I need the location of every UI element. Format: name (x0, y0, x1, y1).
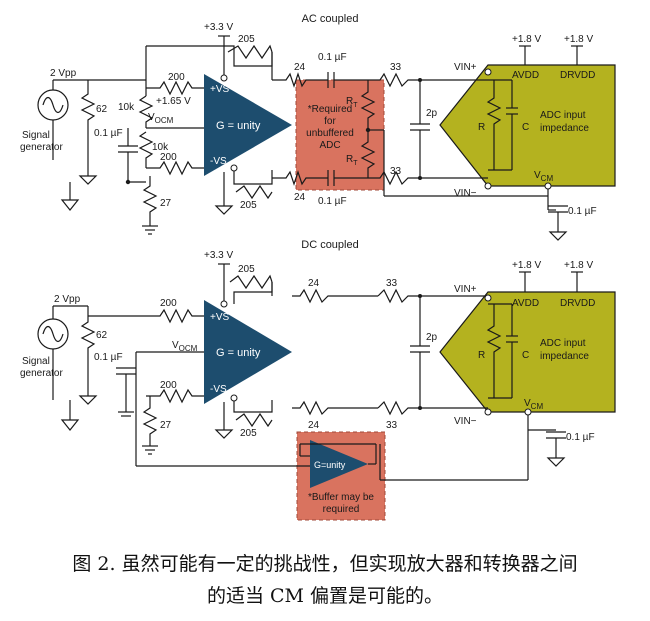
dc-avdd-supply: +1.8 V (512, 260, 542, 271)
ac-bias-resistor-value: 27 (160, 198, 172, 209)
ac-filter-top-value: 33 (390, 62, 402, 73)
ac-input-top-value: 200 (168, 72, 185, 83)
ac-divider-top-value: 10k (118, 102, 135, 113)
caption-line-2: 的适当 CM 偏置是可能的。 (206, 585, 444, 607)
ac-vcm-cap-value: 0.1 µF (568, 206, 597, 217)
dc-amp-vs-pos: +VS (210, 312, 230, 323)
dc-buffer-note-2: required (323, 504, 360, 515)
dc-buffer-gain: G=unity (314, 460, 346, 470)
dc-source-amplitude: 2 Vpp (54, 294, 81, 305)
ac-rt-bottom-label: RT (346, 154, 358, 167)
figure-caption: 图 2. 虽然可能有一定的挑战性，但实现放大器和转换器之间 的适当 CM 偏置是… (0, 548, 650, 612)
ac-feedback-top-value: 205 (238, 34, 255, 45)
dc-buffer-note-1: *Buffer may be (308, 492, 374, 503)
dc-decoupling-cap-value: 0.1 µF (94, 352, 123, 363)
ac-adc-input (439, 64, 616, 187)
ac-divider-bottom-value: 10k (152, 142, 169, 153)
dc-feedback-bottom-value: 205 (240, 428, 257, 439)
ac-source-label-1: Signal (22, 130, 50, 141)
dc-title: DC coupled (301, 239, 358, 251)
ac-adc-label-1: ADC input (540, 110, 586, 121)
ac-adc-r-label: R (478, 122, 485, 133)
dc-vcm-label: VCM (524, 398, 543, 411)
ac-note-line-4: ADC (319, 140, 340, 151)
ac-input-bottom-value: 200 (160, 152, 177, 163)
dc-vin-pos-label: VIN+ (454, 284, 477, 295)
dc-diff-cap-value: 2p (426, 332, 438, 343)
dc-vin-neg-label: VIN− (454, 416, 477, 427)
dc-input-top-value: 200 (160, 298, 177, 309)
ac-source-amplitude: 2 Vpp (50, 68, 77, 79)
dc-adc-c-label: C (522, 350, 529, 361)
dc-adc-input (439, 291, 616, 413)
ac-decoupling-cap-value: 0.1 µF (94, 128, 123, 139)
caption-line-1: 图 2. 虽然可能有一定的挑战性，但实现放大器和转换器之间 (72, 553, 578, 575)
dc-buffer-amplifier (310, 440, 368, 488)
dc-drvdd-label: DRVDD (560, 298, 595, 309)
ac-output-bottom-value: 24 (294, 192, 306, 203)
ac-feedback-bottom-value: 205 (240, 200, 257, 211)
ac-adc-c-label: C (522, 122, 529, 133)
ac-midpoint-voltage: +1.65 V (156, 96, 191, 107)
ac-vin-pos-label: VIN+ (454, 62, 477, 73)
ac-avdd-label: AVDD (512, 70, 539, 81)
dc-output-top-value: 24 (308, 278, 320, 289)
ac-amplifier (204, 74, 292, 176)
ac-amp-vs-neg: -VS (210, 156, 227, 167)
ac-coupling-cap-top: 0.1 µF (318, 52, 347, 63)
dc-adc-label-1: ADC input (540, 338, 586, 349)
ac-rt-top-label: RT (346, 96, 358, 109)
ac-output-top-value: 24 (294, 62, 306, 73)
ac-termination-box (295, 79, 385, 191)
dc-adc-label-2: impedance (540, 351, 589, 362)
ac-drvdd-label: DRVDD (560, 70, 595, 81)
ac-diff-cap-value: 2p (426, 108, 438, 119)
dc-vocm-label: VOCM (172, 340, 198, 353)
ac-note-line-1: *Required (308, 104, 352, 115)
ac-note-line-3: unbuffered (306, 128, 354, 139)
dc-source-label-2: generator (20, 368, 63, 379)
ac-note-line-2: for (324, 116, 336, 127)
ac-source-label-2: generator (20, 142, 63, 153)
ac-filter-bottom-value: 33 (390, 166, 402, 177)
ac-adc-label-2: impedance (540, 123, 589, 134)
ac-amp-vs-pos: +VS (210, 84, 230, 95)
ac-supply-label: +3.3 V (204, 22, 234, 33)
dc-vcm-cap-value: 0.1 µF (566, 432, 595, 443)
dc-coupled-circuit: DC coupled (20, 239, 616, 521)
dc-drvdd-supply: +1.8 V (564, 260, 594, 271)
dc-avdd-label: AVDD (512, 298, 539, 309)
dc-filter-bottom-value: 33 (386, 420, 398, 431)
dc-source-label-1: Signal (22, 356, 50, 367)
ac-termination-resistor-value: 62 (96, 104, 108, 115)
dc-termination-resistor-value: 62 (96, 330, 108, 341)
dc-bias-resistor-value: 27 (160, 420, 172, 431)
dc-amp-gain: G = unity (216, 347, 261, 359)
dc-filter-top-value: 33 (386, 278, 398, 289)
ac-drvdd-supply: +1.8 V (564, 34, 594, 45)
dc-input-bottom-value: 200 (160, 380, 177, 391)
dc-adc-r-label: R (478, 350, 485, 361)
ac-avdd-supply: +1.8 V (512, 34, 542, 45)
dc-amplifier (204, 300, 292, 404)
dc-feedback-top-value: 205 (238, 264, 255, 275)
ac-coupled-circuit: AC coupled (20, 13, 616, 241)
ac-amp-gain: G = unity (216, 120, 261, 132)
ac-vcm-label: VCM (534, 170, 553, 183)
dc-supply-label: +3.3 V (204, 250, 234, 261)
circuit-diagram: AC coupled (20, 13, 616, 521)
dc-amp-vs-neg: -VS (210, 384, 227, 395)
ac-coupling-cap-bottom: 0.1 µF (318, 196, 347, 207)
ac-vin-neg-label: VIN− (454, 188, 477, 199)
ac-vocm-label: VOCM (148, 112, 174, 125)
dc-output-bottom-value: 24 (308, 420, 320, 431)
ac-title: AC coupled (302, 13, 359, 25)
